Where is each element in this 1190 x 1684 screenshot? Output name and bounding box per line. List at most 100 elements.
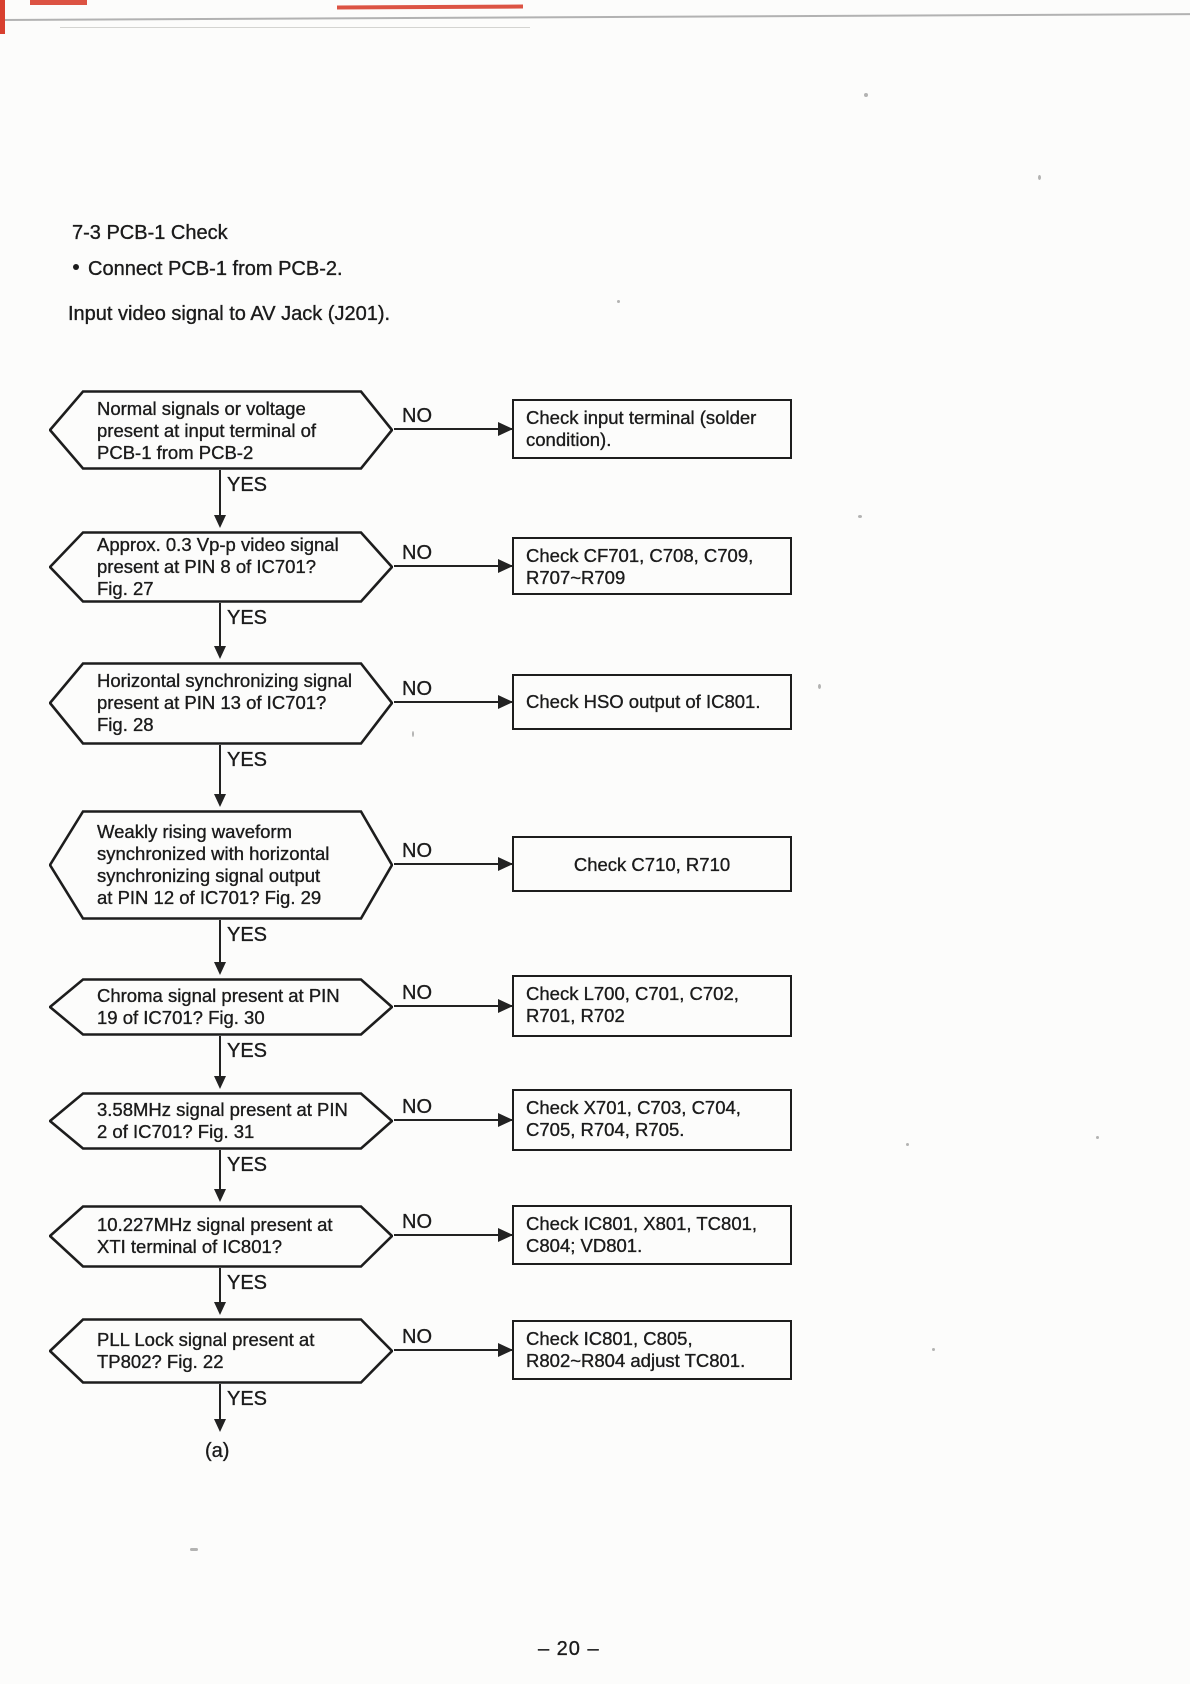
action-text: Check HSO output of IC801. — [526, 691, 761, 712]
no-label: NO — [402, 542, 432, 564]
yes-arrow — [214, 1384, 226, 1432]
decision-question: Approx. 0.3 Vp-p video signal present at… — [97, 534, 339, 599]
noise-speck — [1038, 175, 1041, 180]
noise-speck — [617, 300, 620, 303]
hexagon-outline — [49, 1205, 393, 1268]
action-box: Check X701, C703, C704, C705, R704, R705… — [512, 1089, 792, 1151]
yes-arrow — [214, 1268, 226, 1315]
yes-label: YES — [227, 1388, 268, 1410]
yes-arrow — [214, 745, 226, 807]
yes-label: YES — [227, 924, 268, 946]
decision-hexagon: 3.58MHz signal present at PIN 2 of IC701… — [49, 1092, 393, 1150]
yes-arrow — [214, 920, 226, 975]
action-box: Check CF701, C708, C709, R707~R709 — [512, 537, 792, 595]
action-box: Check input terminal (solder condition). — [512, 399, 792, 459]
action-text: Check IC801, C805, R802~R804 adjust TC80… — [526, 1328, 746, 1371]
decision-question: 3.58MHz signal present at PIN 2 of IC701… — [97, 1099, 348, 1142]
yes-label: YES — [227, 1154, 268, 1176]
red-scan-dash — [30, 0, 87, 5]
yes-arrow — [214, 603, 226, 659]
yes-label: YES — [227, 1272, 268, 1294]
hexagon-outline — [49, 390, 393, 470]
no-arrow — [394, 1343, 513, 1357]
noise-speck — [818, 684, 821, 689]
hexagon-shape — [49, 390, 393, 470]
noise-speck — [412, 731, 414, 737]
hexagon-shape — [49, 1092, 393, 1150]
decision-question: Weakly rising waveform synchronized with… — [97, 821, 330, 908]
hexagon-outline — [49, 1092, 393, 1150]
continuation-label: (a) — [205, 1440, 230, 1462]
no-label: NO — [402, 1096, 432, 1118]
noise-speck — [1096, 1136, 1099, 1139]
no-label: NO — [402, 405, 432, 427]
action-text: Check X701, C703, C704, C705, R704, R705… — [526, 1097, 741, 1140]
hexagon-shape — [49, 1318, 393, 1384]
decision-question: 10.227MHz signal present at XTI terminal… — [97, 1214, 333, 1257]
decision-hexagon: Approx. 0.3 Vp-p video signal present at… — [49, 531, 393, 603]
action-text: Check IC801, X801, TC801, C804; VD801. — [526, 1213, 758, 1256]
decision-hexagon: Horizontal synchronizing signal present … — [49, 662, 393, 745]
hexagon-outline — [49, 662, 393, 745]
noise-speck — [864, 93, 868, 97]
decision-question: PLL Lock signal present at TP802? Fig. 2… — [97, 1329, 315, 1372]
no-label: NO — [402, 678, 432, 700]
decision-hexagon: Normal signals or voltage present at inp… — [49, 390, 393, 470]
top-scan-line — [0, 13, 1190, 21]
no-label: NO — [402, 982, 432, 1004]
action-box: Check C710, R710 — [512, 836, 792, 892]
hexagon-shape — [49, 662, 393, 745]
no-arrow — [394, 422, 513, 436]
decision-hexagon: PLL Lock signal present at TP802? Fig. 2… — [49, 1318, 393, 1384]
action-text: Check input terminal (solder condition). — [526, 407, 757, 450]
decision-hexagon: Weakly rising waveform synchronized with… — [49, 810, 393, 920]
hexagon-outline — [49, 1318, 393, 1384]
action-text: Check C710, R710 — [573, 854, 731, 875]
bullet-line: Connect PCB-1 from PCB-2. — [88, 258, 343, 280]
section-title: 7-3 PCB-1 Check — [72, 222, 228, 244]
hexagon-shape — [49, 1205, 393, 1268]
yes-label: YES — [227, 1040, 268, 1062]
no-arrow — [394, 857, 513, 871]
decision-question: Horizontal synchronizing signal present … — [97, 670, 353, 735]
no-arrow — [394, 559, 513, 573]
page-number: – 20 – — [538, 1638, 600, 1660]
noise-speck — [190, 1548, 198, 1551]
yes-label: YES — [227, 607, 268, 629]
noise-speck — [932, 1348, 935, 1351]
decision-question: Chroma signal present at PIN 19 of IC701… — [97, 985, 340, 1028]
no-label: NO — [402, 1211, 432, 1233]
no-arrow — [394, 999, 513, 1013]
intro-line: Input video signal to AV Jack (J201). — [68, 303, 391, 325]
no-label: NO — [402, 840, 432, 862]
hexagon-outline — [49, 531, 393, 603]
action-text: Check L700, C701, C702, R701, R702 — [526, 983, 739, 1026]
action-box: Check L700, C701, C702, R701, R702 — [512, 975, 792, 1037]
no-arrow — [394, 695, 513, 709]
no-arrow — [394, 1113, 513, 1127]
hexagon-shape — [49, 978, 393, 1036]
red-scan-bar — [0, 0, 5, 34]
yes-arrow — [214, 1036, 226, 1089]
noise-speck — [858, 515, 862, 518]
decision-hexagon: Chroma signal present at PIN 19 of IC701… — [49, 978, 393, 1036]
yes-arrow — [214, 470, 226, 528]
hexagon-shape — [49, 531, 393, 603]
decision-hexagon: 10.227MHz signal present at XTI terminal… — [49, 1205, 393, 1268]
action-box: Check IC801, C805, R802~R804 adjust TC80… — [512, 1320, 792, 1380]
action-text: Check CF701, C708, C709, R707~R709 — [526, 545, 754, 588]
top-scan-line-faint — [60, 27, 530, 28]
no-label: NO — [402, 1326, 432, 1348]
yes-label: YES — [227, 474, 268, 496]
yes-label: YES — [227, 749, 268, 771]
decision-question: Normal signals or voltage present at inp… — [97, 398, 317, 463]
bullet-icon — [73, 264, 79, 270]
action-box: Check HSO output of IC801. — [512, 674, 792, 730]
yes-arrow — [214, 1150, 226, 1202]
hexagon-outline — [49, 810, 393, 920]
noise-speck — [906, 1143, 909, 1146]
red-scan-line — [336, 4, 524, 10]
no-arrow — [394, 1228, 513, 1242]
hexagon-shape — [49, 810, 393, 920]
